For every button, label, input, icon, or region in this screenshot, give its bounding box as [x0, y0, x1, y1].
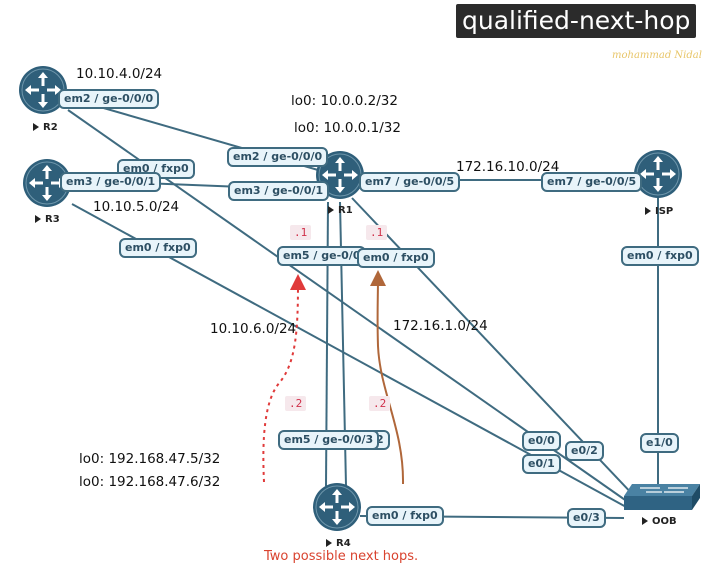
interface-r1-em0[interactable]: em0 / fxp0: [357, 248, 435, 268]
interface-r1-em5[interactable]: em5 / ge-0/0: [277, 246, 367, 266]
interface-isp-em7[interactable]: em7 / ge-0/0/5: [541, 172, 643, 192]
subnet-r2-lan: 10.10.4.0/24: [76, 66, 163, 82]
host-id-r1-right: .1: [366, 225, 388, 240]
interface-r3-em0[interactable]: em0 / fxp0: [119, 238, 197, 258]
interface-isp-em0[interactable]: em0 / fxp0: [621, 246, 699, 266]
host-id-r1-left: .1: [290, 225, 312, 240]
diagram-title: qualified-next-hop: [456, 4, 697, 38]
loopback-r4-a: lo0: 192.168.47.5/32: [79, 451, 221, 467]
device-label-r2: R2: [33, 122, 58, 133]
interface-r4-em0[interactable]: em0 / fxp0: [366, 506, 444, 526]
subnet-mgmt: 172.16.1.0/24: [393, 318, 488, 334]
device-label-r4: R4: [326, 538, 351, 549]
interface-r1-em7[interactable]: em7 / ge-0/0/5: [359, 172, 461, 192]
interface-r1-em2[interactable]: em2 / ge-0/0/0: [227, 147, 329, 167]
device-label-r1: R1: [328, 205, 353, 216]
device-label-r3: R3: [35, 214, 60, 225]
interface-oob-e1-0[interactable]: e1/0: [640, 433, 679, 453]
device-label-oob: OOB: [642, 516, 677, 527]
device-label-isp: ISP: [645, 206, 673, 217]
next-hop-path-brown: [369, 270, 405, 485]
router-icon-r4[interactable]: [311, 481, 363, 533]
interface-oob-e0-0[interactable]: e0/0: [522, 431, 561, 451]
loopback-r1-a: lo0: 10.0.0.2/32: [291, 93, 398, 109]
host-id-r4-left: .2: [285, 396, 307, 411]
loopback-r1-b: lo0: 10.0.0.1/32: [294, 120, 401, 136]
loopback-r4-b: lo0: 192.168.47.6/32: [79, 474, 221, 490]
interface-r3-em3[interactable]: em3 / ge-0/0/1: [60, 172, 162, 192]
interface-oob-e0-3[interactable]: e0/3: [567, 508, 606, 528]
next-hop-path-red: [262, 274, 306, 483]
author-signature: mohammad Nidal: [612, 50, 702, 61]
subnet-r3-lan: 10.10.5.0/24: [93, 199, 180, 215]
subnet-r4-lan: 10.10.6.0/24: [210, 321, 297, 337]
next-hop-note: Two possible next hops.: [264, 549, 419, 564]
host-id-r4-right: .2: [369, 396, 391, 411]
interface-r4-em5[interactable]: em5 / ge-0/0/3: [278, 430, 380, 450]
interface-r2-em2[interactable]: em2 / ge-0/0/0: [58, 89, 160, 109]
interface-r1-em3[interactable]: em3 / ge-0/0/1: [228, 181, 330, 201]
switch-icon-oob[interactable]: [624, 484, 700, 510]
interface-oob-e0-1[interactable]: e0/1: [522, 454, 561, 474]
subnet-isp-link: 172.16.10.0/24: [456, 159, 560, 175]
interface-oob-e0-2[interactable]: e0/2: [565, 441, 604, 461]
